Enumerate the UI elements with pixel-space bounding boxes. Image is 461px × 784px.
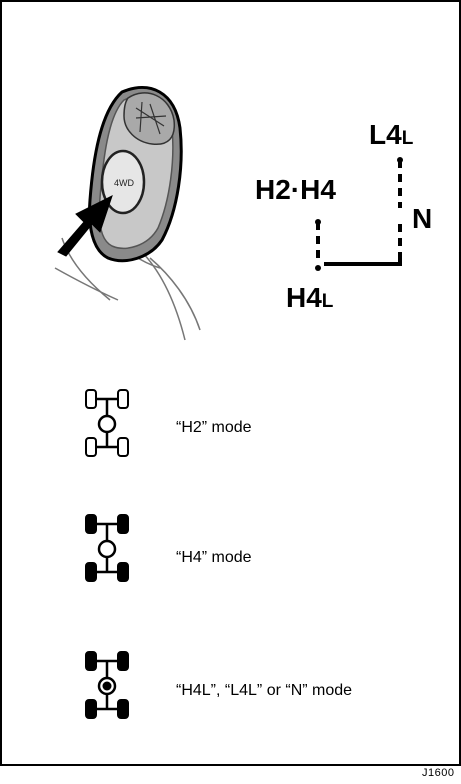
shift-knob: 4WD <box>88 86 183 263</box>
2wd-drivetrain-icon <box>85 389 129 457</box>
mode-label-h4l: “H4L”, “L4L” or “N” mode <box>176 682 353 699</box>
position-n: N <box>412 203 433 234</box>
figure-frame <box>0 0 461 766</box>
push-arrow-icon <box>57 195 113 257</box>
mode-label-h4: “H4” mode <box>176 549 252 566</box>
position-h2-h4: H2·H4 <box>255 174 336 205</box>
4wd-drivetrain-icon <box>85 514 129 582</box>
shift-pattern-lines <box>316 160 402 266</box>
4wd-button-label: 4WD <box>114 178 135 188</box>
4wd-button[interactable] <box>100 149 146 215</box>
position-l4l: L4L <box>369 119 414 150</box>
mode-label-h2: “H2” mode <box>176 419 252 436</box>
figure-code: J1600 <box>422 767 455 779</box>
4wd-locked-drivetrain-icon <box>85 651 129 719</box>
position-h4l: H4L <box>286 282 334 313</box>
